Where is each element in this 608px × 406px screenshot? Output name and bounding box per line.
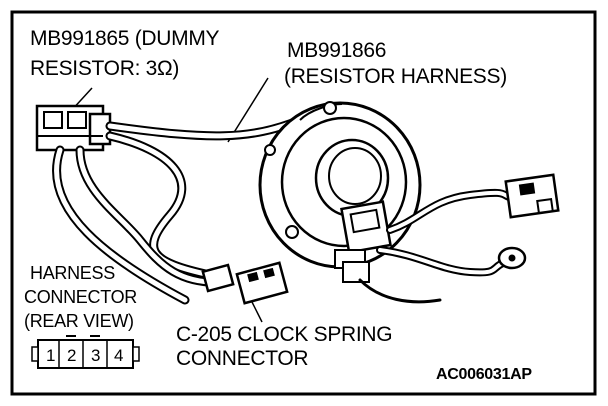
reference-code: AC006031AP: [436, 366, 532, 383]
clock-spring-harness: [358, 188, 516, 304]
diagram-frame: [10, 10, 597, 396]
harness-connector-label-line1: HARNESS: [30, 263, 115, 283]
clock-spring-label-line2: CONNECTOR: [176, 347, 309, 370]
dummy-resistor-label-line2: RESISTOR: 3Ω): [30, 57, 180, 80]
harness-connector-label-line3: (REAR VIEW): [24, 311, 134, 331]
resistor-harness-label-line1: MB991866: [287, 39, 387, 62]
connector-pin-3: 3: [91, 346, 100, 365]
clock-spring-label-line1: C-205 CLOCK SPRING: [176, 323, 393, 346]
clock-spring-connector: [201, 261, 289, 305]
connector-pin-2: 2: [67, 346, 76, 365]
harness-connector-label-line2: CONNECTOR: [24, 287, 137, 307]
dummy-resistor-connector: [35, 104, 112, 152]
harness-connector-plug: [504, 173, 560, 219]
ground-terminal: [497, 246, 527, 270]
connector-pin-1: 1: [46, 346, 55, 365]
resistor-harness-label-line2: (RESISTOR HARNESS): [284, 65, 507, 88]
dummy-resistor-label-line1: MB991865 (DUMMY: [30, 27, 220, 50]
clock-spring: [258, 101, 422, 283]
harness-connector-rear-view: 1 2 3 4: [31, 335, 140, 369]
connector-pin-4: 4: [114, 346, 123, 365]
